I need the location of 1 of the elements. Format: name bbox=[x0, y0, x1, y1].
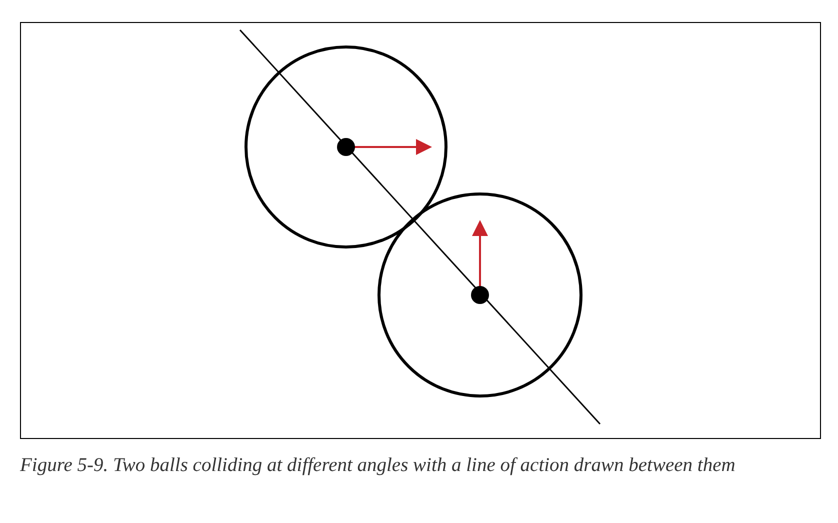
figure-caption: Figure 5-9. Two balls colliding at different angles with a line of action drawn between them bbox=[20, 454, 736, 478]
